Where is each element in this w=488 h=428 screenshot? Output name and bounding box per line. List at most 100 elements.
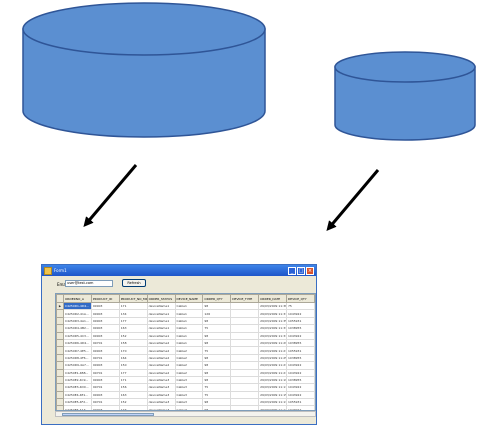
table-cell[interactable]: 98	[202, 361, 232, 370]
table-cell[interactable]	[230, 405, 260, 410]
table-cell[interactable]: 99903	[90, 324, 120, 333]
table-cell[interactable]: 1038955	[286, 375, 315, 385]
table-cell[interactable]: Cable3	[174, 383, 204, 392]
email-input[interactable]: user@test.com	[65, 280, 113, 287]
row-header-cell[interactable]	[56, 316, 64, 326]
horizontal-scrollbar[interactable]	[55, 411, 316, 417]
table-cell[interactable]: 163	[118, 390, 148, 400]
table-cell[interactable]: 1038955	[286, 353, 315, 363]
table-cell[interactable]: 99903	[90, 309, 120, 318]
table-cell[interactable]: 75	[202, 383, 232, 392]
table-cell[interactable]: 99701	[90, 383, 120, 392]
table-cell[interactable]: 177	[118, 316, 148, 326]
column-header[interactable]: DEVICE_QTY	[286, 294, 315, 303]
table-cell[interactable]: C4250E5-4F2...	[63, 398, 92, 407]
table-cell[interactable]: Cable1	[174, 309, 204, 318]
table-cell[interactable]: 29/03/2009 11:15	[258, 390, 287, 400]
table-cell[interactable]	[230, 383, 260, 392]
table-cell[interactable]: Cable1	[174, 331, 204, 340]
column-header[interactable]: DEVICE_NAME	[174, 294, 204, 303]
column-header[interactable]: PRODUCT_NO_MP	[118, 294, 148, 303]
table-cell[interactable]: 134	[118, 309, 148, 318]
table-cell[interactable]	[230, 398, 260, 407]
table-cell[interactable]: C4250D5-4C3...	[63, 331, 92, 340]
table-cell[interactable]: deviceName3	[146, 390, 176, 400]
table-cell[interactable]: 152	[118, 398, 148, 407]
table-cell[interactable]: 177	[118, 368, 148, 377]
table-cell[interactable]: deviceName1	[146, 331, 176, 340]
table-cell[interactable]: deviceName1	[146, 324, 176, 333]
table-cell[interactable]: Cable1	[174, 316, 204, 326]
table-cell[interactable]: C4250D7-4E5...	[63, 346, 92, 355]
table-cell[interactable]: C4250E3-4D0...	[63, 383, 92, 392]
table-cell[interactable]: 1043922	[286, 368, 315, 377]
table-cell[interactable]	[230, 361, 260, 370]
table-cell[interactable]: 75	[286, 301, 315, 311]
column-header[interactable]: PRODUCT_ID	[90, 294, 120, 303]
refresh-button[interactable]: Refresh	[122, 279, 146, 287]
maximize-button[interactable]: □	[297, 266, 305, 275]
row-header-cell[interactable]	[56, 390, 64, 400]
row-header-cell[interactable]: ▶	[56, 301, 64, 311]
table-cell[interactable]: 99903	[90, 331, 120, 340]
column-header[interactable]: DEVICE_TYPE	[230, 294, 260, 303]
table-cell[interactable]: 99903	[90, 390, 120, 400]
row-header-cell[interactable]	[56, 353, 64, 363]
row-header-cell[interactable]	[56, 309, 64, 318]
table-cell[interactable]: 29/03/2009 11:31	[258, 331, 287, 340]
table-cell[interactable]: C4250D8-4F6...	[63, 353, 92, 363]
table-cell[interactable]: deviceName3	[146, 398, 176, 407]
table-cell[interactable]: 99903	[90, 316, 120, 326]
table-cell[interactable]: 1043922	[286, 361, 315, 370]
table-cell[interactable]: 99903	[90, 301, 120, 311]
table-cell[interactable]	[230, 375, 260, 385]
table-cell[interactable]: 75	[202, 324, 232, 333]
table-cell[interactable]: 99903	[90, 375, 120, 385]
table-cell[interactable]: 29/03/2009 11:27	[258, 346, 287, 355]
table-cell[interactable]: C4250E4-4E1...	[63, 390, 92, 400]
table-cell[interactable]: 163	[118, 324, 148, 333]
table-cell[interactable]: C4250D4-4B2...	[63, 324, 92, 333]
table-cell[interactable]: 98	[202, 338, 232, 348]
table-cell[interactable]: 98	[202, 353, 232, 363]
table-cell[interactable]: 171	[118, 375, 148, 385]
table-cell[interactable]: 98	[202, 398, 232, 407]
row-header-cell[interactable]	[56, 375, 64, 385]
table-cell[interactable]	[230, 331, 260, 340]
table-cell[interactable]	[230, 338, 260, 348]
table-cell[interactable]: 29/03/2009 11:37	[258, 309, 287, 318]
table-cell[interactable]: 1043922	[286, 405, 315, 410]
table-cell[interactable]	[230, 368, 260, 377]
table-cell[interactable]: 1043922	[286, 390, 315, 400]
table-cell[interactable]: Cable3	[174, 375, 204, 385]
table-cell[interactable]: 126	[202, 309, 232, 318]
row-header-cell[interactable]	[56, 368, 64, 377]
table-cell[interactable]	[230, 316, 260, 326]
table-cell[interactable]	[230, 346, 260, 355]
table-cell[interactable]: Cable2	[174, 353, 204, 363]
table-cell[interactable]: 99903	[90, 346, 120, 355]
table-cell[interactable]: 98	[202, 316, 232, 326]
table-cell[interactable]: Cable1	[174, 324, 204, 333]
row-header-cell[interactable]	[56, 361, 64, 370]
table-cell[interactable]: 98	[202, 368, 232, 377]
table-cell[interactable]: deviceName3	[146, 383, 176, 392]
table-cell[interactable]: 1055931	[286, 346, 315, 355]
table-cell[interactable]: 29/03/2009 11:33	[258, 324, 287, 333]
table-cell[interactable]: C4250D6-4D4...	[63, 338, 92, 348]
table-cell[interactable]: 171	[118, 301, 148, 311]
table-cell[interactable]: 152	[118, 331, 148, 340]
table-cell[interactable]: 75	[202, 346, 232, 355]
table-cell[interactable]: 158	[118, 338, 148, 348]
table-cell[interactable]: 156	[118, 383, 148, 392]
